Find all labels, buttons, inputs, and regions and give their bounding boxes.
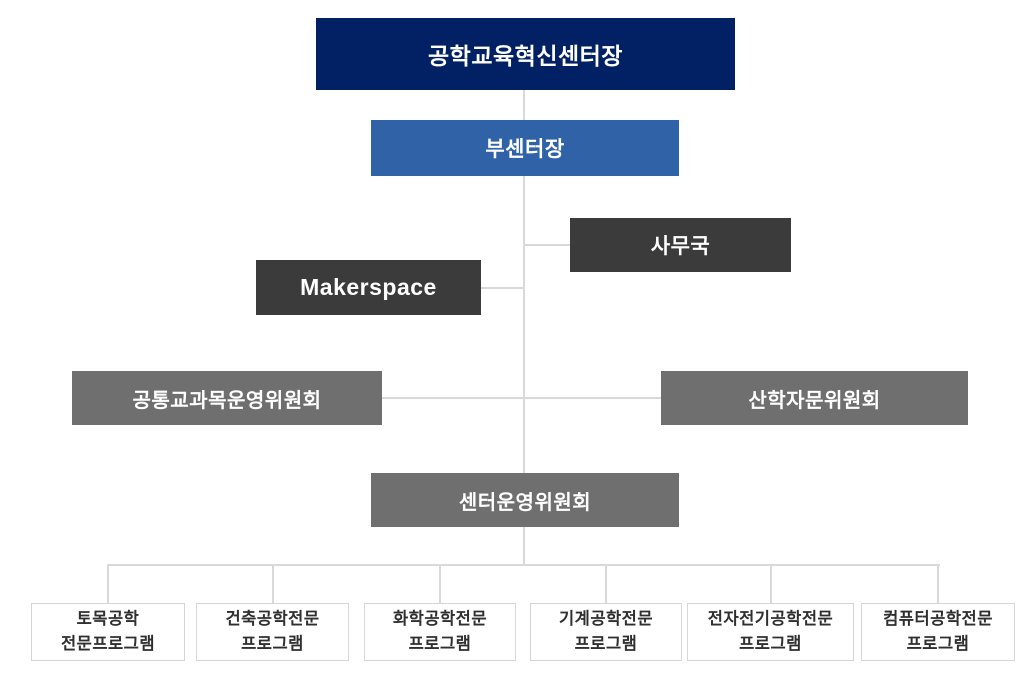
program-label-line1: 화학공학전문 — [392, 610, 488, 629]
connector-admin-office — [524, 244, 571, 246]
connector-drop-6 — [937, 564, 939, 603]
connector-drop-1 — [107, 564, 109, 603]
node-program-architecture: 건축공학전문 프로그램 — [196, 603, 349, 661]
program-label-line2: 프로그램 — [739, 635, 802, 653]
node-center-director: 공학교육혁신센터장 — [316, 18, 735, 90]
program-label-line1: 토목공학 — [76, 610, 140, 629]
node-program-civil: 토목공학 전문프로그램 — [31, 603, 185, 661]
connector-distributor — [107, 564, 940, 566]
connector-drop-3 — [439, 564, 441, 603]
program-label-line2: 전문프로그램 — [60, 635, 156, 653]
node-makerspace: Makerspace — [256, 260, 481, 315]
connector-drop-4 — [605, 564, 607, 603]
connector-trunk — [523, 176, 525, 473]
node-center-steering-committee: 센터운영위원회 — [371, 473, 679, 527]
program-label-line1: 기계공학전문 — [558, 610, 654, 629]
node-admin-office: 사무국 — [570, 218, 791, 272]
program-label-line1: 건축공학전문 — [225, 610, 320, 629]
node-common-course-committee: 공통교과목운영위원회 — [72, 371, 382, 425]
connector-makerspace — [481, 287, 524, 289]
node-industry-advisory-committee: 산학자문위원회 — [661, 371, 968, 425]
program-label-line2: 프로그램 — [906, 635, 970, 653]
node-program-computer: 컴퓨터공학전문 프로그램 — [861, 603, 1015, 661]
node-program-mechanical: 기계공학전문 프로그램 — [530, 603, 682, 661]
program-label-line1: 전자전기공학전문 — [707, 610, 834, 629]
connector-steering-down — [523, 527, 525, 566]
connector-director-vice — [523, 90, 525, 121]
program-label-line2: 프로그램 — [574, 635, 638, 653]
connector-committees — [382, 397, 661, 399]
program-label-line2: 프로그램 — [408, 635, 472, 653]
program-label-line1: 컴퓨터공학전문 — [883, 610, 993, 629]
node-vice-director: 부센터장 — [371, 120, 679, 176]
connector-drop-5 — [770, 564, 772, 603]
node-program-chemical: 화학공학전문 프로그램 — [364, 603, 516, 661]
program-label-line2: 프로그램 — [241, 635, 304, 653]
connector-drop-2 — [272, 564, 274, 603]
node-program-electrical: 전자전기공학전문 프로그램 — [687, 603, 854, 661]
